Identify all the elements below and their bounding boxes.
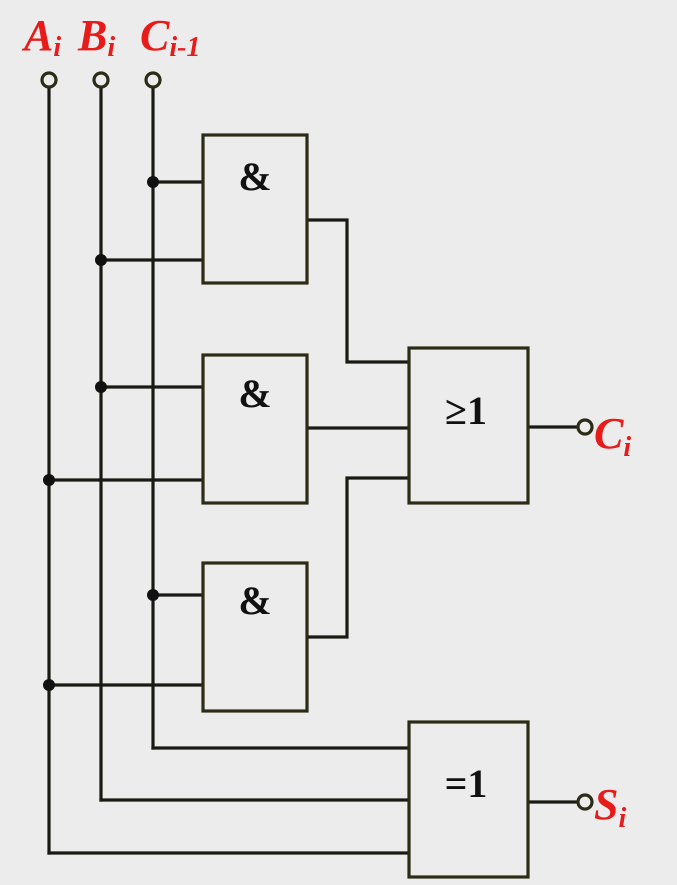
- junction-dot: [95, 381, 107, 393]
- xor-gate-label: =1: [445, 761, 488, 806]
- output-terminal-carry: [576, 418, 594, 436]
- junction-dot: [43, 679, 55, 691]
- and-gate-2: &: [201, 353, 309, 505]
- or-gate: ≥1: [407, 346, 530, 505]
- and-gate-1-label: &: [238, 154, 271, 199]
- and-gate-2-label: &: [238, 371, 271, 416]
- junction-dot: [95, 254, 107, 266]
- xor-gate: =1: [407, 720, 530, 879]
- input-terminal-a: [40, 71, 58, 89]
- junction-dot: [147, 176, 159, 188]
- input-label-a: Ai: [21, 11, 61, 63]
- wire-and3-or: [305, 476, 411, 639]
- input-terminal-b: [92, 71, 110, 89]
- wire-and1-or: [305, 218, 411, 364]
- or-gate-label: ≥1: [445, 388, 487, 433]
- output-label-carry: Ci: [594, 409, 631, 463]
- and-gate-1: &: [201, 133, 309, 285]
- input-label-c: Ci-1: [140, 11, 200, 63]
- output-label-sum: Si: [594, 780, 626, 834]
- input-terminal-c: [144, 71, 162, 89]
- and-gate-3: &: [201, 561, 309, 713]
- junction-dot: [147, 589, 159, 601]
- input-label-b: Bi: [77, 11, 115, 63]
- junction-dot: [43, 474, 55, 486]
- and-gate-3-label: &: [238, 578, 271, 623]
- output-terminal-sum: [576, 793, 594, 811]
